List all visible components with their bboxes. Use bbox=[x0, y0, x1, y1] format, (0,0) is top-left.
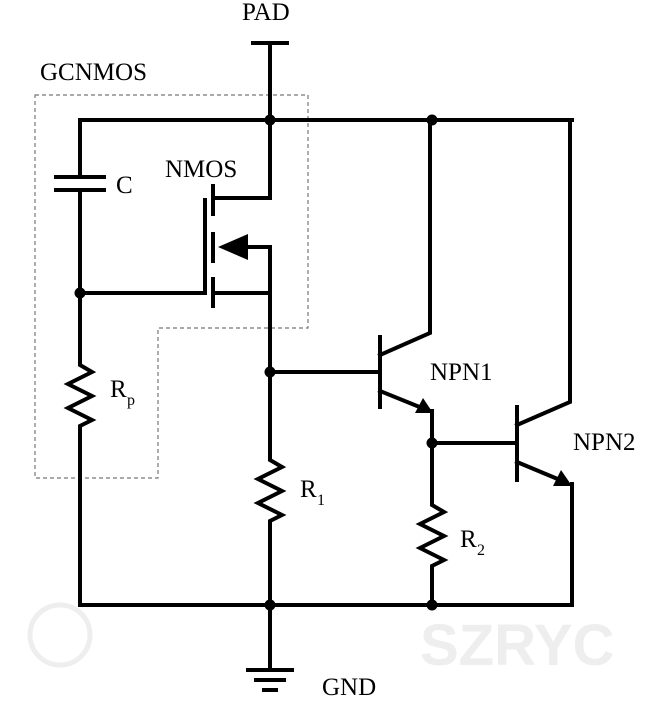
r2-label: R 2 bbox=[460, 526, 485, 559]
r1-label: R 1 bbox=[300, 476, 325, 509]
resistor-rp bbox=[63, 358, 97, 607]
r1-label-main: R bbox=[300, 476, 317, 503]
junction-dots bbox=[74, 114, 438, 611]
ground-symbol bbox=[246, 603, 294, 692]
pad-label: PAD bbox=[242, 0, 290, 26]
npn1-transistor bbox=[268, 118, 434, 502]
watermark-logo bbox=[27, 602, 93, 668]
nmos-label: NMOS bbox=[165, 156, 237, 183]
emitter-arrow-icon bbox=[415, 398, 433, 413]
watermark-text: SZRYC bbox=[420, 613, 614, 678]
r1-label-sub: 1 bbox=[317, 492, 325, 509]
gnd-label: GND bbox=[322, 674, 376, 701]
body-arrow-icon bbox=[218, 234, 248, 260]
npn2-label: NPN2 bbox=[573, 429, 636, 456]
r2-label-sub: 2 bbox=[477, 542, 485, 559]
pad-terminal bbox=[251, 41, 289, 122]
resistor-r2 bbox=[415, 498, 449, 607]
capacitor bbox=[54, 118, 106, 362]
watermark: SZRYC bbox=[27, 602, 614, 678]
gcnmos-label: GCNMOS bbox=[40, 59, 147, 86]
emitter-arrow-icon bbox=[553, 470, 572, 486]
nmos-transistor bbox=[203, 118, 272, 308]
rp-label-sub: p bbox=[127, 392, 135, 409]
gcnmos-boundary bbox=[34, 94, 309, 479]
rp-label-main: R bbox=[110, 376, 127, 403]
npn1-label: NPN1 bbox=[430, 359, 493, 386]
rp-label: R p bbox=[110, 376, 135, 409]
npn2-transistor bbox=[430, 118, 574, 607]
resistor-r1 bbox=[253, 453, 287, 607]
capacitor-label: C bbox=[116, 172, 133, 199]
r2-label-main: R bbox=[460, 526, 477, 553]
